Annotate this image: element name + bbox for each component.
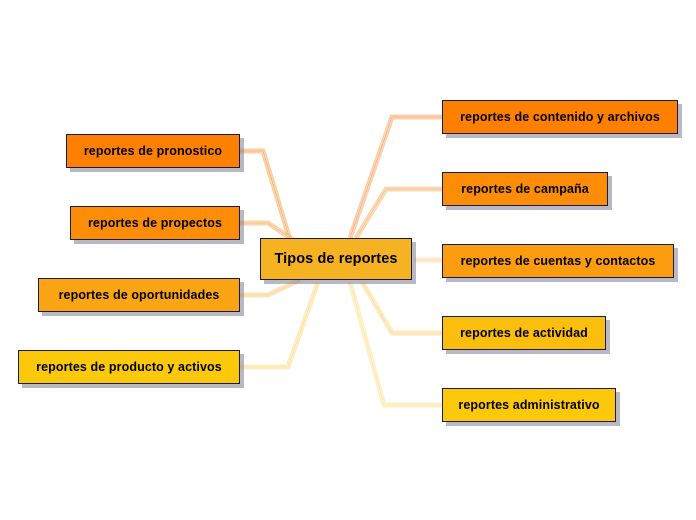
connector-campana [353,186,442,240]
branch-node-6[interactable]: reportes de cuentas y contactos [442,244,674,278]
connector-administrativo [347,281,442,408]
branch-node-3[interactable]: reportes de producto y activos [18,350,240,384]
branch-node-8[interactable]: reportes administrativo [442,388,616,422]
branch-node-1[interactable]: reportes de propectos [70,206,240,240]
branch-node-4[interactable]: reportes de contenido y archivos [442,100,678,134]
connector-contenido [347,114,442,239]
branch-node-2[interactable]: reportes de oportunidades [38,278,240,312]
connector-propectos [240,220,298,245]
connector-actividad [359,280,442,336]
connector-pronostico [240,148,293,241]
branch-node-5[interactable]: reportes de campaña [442,172,608,206]
connector-oportunidades [240,277,302,298]
branch-node-0[interactable]: reportes de pronostico [66,134,240,168]
central-node[interactable]: Tipos de reportes [260,238,412,280]
branch-node-7[interactable]: reportes de actividad [442,316,606,350]
connector-producto [240,281,321,370]
